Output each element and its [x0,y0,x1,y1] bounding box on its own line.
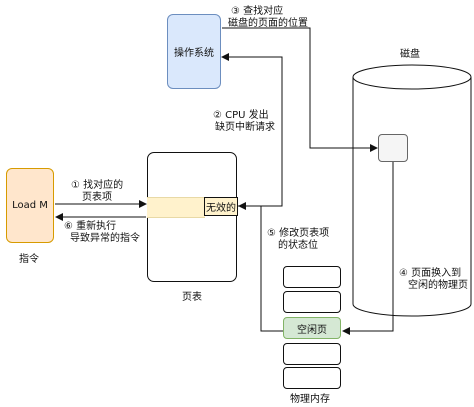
instruction-box: Load M [6,168,54,243]
instruction-label: Load M [12,200,48,211]
arrow-step-4 [342,162,394,335]
step-5-label: ⑤ 修改页表项 的状态位 [267,228,330,251]
memory-caption: 物理内存 [290,394,330,405]
memory-page-4 [283,343,341,365]
step-6-label: ⑥ 重新执行 导致异常的指令 [64,221,140,244]
disk-page-block [378,134,408,162]
os-box: 操作系统 [167,14,221,89]
os-label: 操作系统 [174,48,214,59]
page-table-caption: 页表 [182,292,202,303]
step-3-label: ③ 查找对应 磁盘的页面的位置 [228,6,308,29]
instruction-caption: 指令 [19,254,39,265]
disk-label: 磁盘 [400,49,420,60]
arrow-step-5 [238,202,283,332]
invalid-entry-label: 无效的 [206,203,236,214]
arrow-step-3 [222,27,378,152]
page-table-entry [147,197,205,218]
invalid-entry: 无效的 [204,197,238,216]
memory-page-2 [283,291,341,313]
step-2-label: ② CPU 发出 缺页中断请求 [213,110,275,133]
memory-page-1 [283,266,341,288]
step-4-label: ④ 页面换入到 空闲的物理页 [399,268,468,291]
memory-page-5 [283,367,341,389]
step-1-label: ① 找对应的 页表项 [71,180,124,203]
free-page-label: 空闲页 [297,324,327,336]
memory-free-page: 空闲页 [283,317,341,339]
